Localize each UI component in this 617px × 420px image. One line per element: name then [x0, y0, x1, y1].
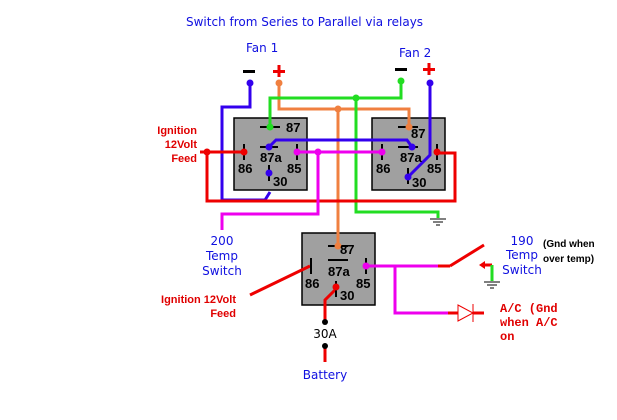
relay3-pin-86: 86	[305, 276, 319, 291]
ignition-feed-label-bottom: Ignition 12Volt Feed	[161, 294, 236, 320]
svg-text:12Volt: 12Volt	[165, 139, 198, 151]
relay3-pin-87: 87	[340, 242, 354, 257]
svg-text:when A/C: when A/C	[500, 316, 558, 330]
relay3-pin-30: 30	[340, 288, 354, 303]
switch-190-contact-icon	[479, 261, 485, 269]
ac-label: A/C (Gnd when A/C on	[500, 302, 558, 344]
relay2-pin-87a: 87a	[400, 150, 422, 165]
svg-text:200: 200	[211, 234, 234, 248]
svg-text:Ignition 12Volt: Ignition 12Volt	[161, 294, 236, 306]
ground-icon	[430, 218, 446, 226]
relay3-pin-85: 85	[356, 276, 370, 291]
junction-dots	[203, 77, 441, 349]
temp-switch-200-label: 200 Temp Switch	[202, 234, 242, 278]
svg-text:Ignition: Ignition	[157, 125, 197, 137]
svg-text:Switch: Switch	[502, 263, 542, 277]
fan1-positive-symbol	[273, 65, 285, 77]
ignition-feed-label-top: Ignition 12Volt Feed	[157, 125, 197, 165]
wire-200-temp-switch	[220, 152, 320, 230]
wire-green-ground	[354, 98, 440, 218]
relay1-pin-30: 30	[273, 174, 287, 189]
relay3-pin-87a: 87a	[328, 264, 350, 279]
ac-diode-icon	[457, 304, 475, 322]
relay1-pin-85: 85	[287, 161, 301, 176]
svg-text:A/C (Gnd: A/C (Gnd	[500, 302, 558, 316]
fan1-negative-symbol	[243, 70, 255, 73]
relay2-pin-86: 86	[376, 161, 390, 176]
svg-text:over temp): over temp)	[543, 254, 594, 265]
relay1-pin-86: 86	[238, 161, 252, 176]
relay1-pin-87: 87	[286, 120, 300, 135]
svg-text:on: on	[500, 330, 514, 344]
wire-fan1-positive	[277, 83, 411, 127]
relay2-pin-30: 30	[412, 175, 426, 190]
svg-text:Temp: Temp	[505, 248, 538, 262]
relay2-pin-85: 85	[427, 161, 441, 176]
svg-text:Feed: Feed	[210, 308, 236, 320]
relay2-pin-87: 87	[411, 126, 425, 141]
ground-icon-190	[484, 281, 500, 289]
wire-relay3-30	[323, 288, 337, 320]
wire-ignition-relay3	[249, 264, 311, 297]
svg-text:(Gnd when: (Gnd when	[543, 239, 595, 250]
wire-fan2-negative	[268, 81, 403, 127]
svg-text:Temp: Temp	[205, 249, 238, 263]
svg-text:Feed: Feed	[171, 153, 197, 165]
diagram-title: Switch from Series to Parallel via relay…	[186, 15, 423, 29]
wire-ignition-loop	[205, 151, 457, 203]
switch-190-blade	[449, 243, 485, 268]
temp-switch-190-label: 190 Temp Switch	[502, 234, 542, 277]
relay1-pin-87a: 87a	[260, 150, 282, 165]
fan1-label: Fan 1	[246, 41, 278, 55]
wire-87a-link	[267, 138, 414, 149]
temp-switch-190-note: (Gnd when over temp)	[543, 239, 595, 265]
wire-ac-branch	[393, 266, 448, 315]
svg-text:Switch: Switch	[202, 264, 242, 278]
fan2-positive-symbol	[423, 63, 435, 75]
fuse-label: 30A	[313, 327, 337, 341]
fan2-negative-symbol	[395, 68, 407, 71]
fan2-label: Fan 2	[399, 46, 431, 60]
wire-fan2-positive	[408, 83, 432, 177]
svg-text:190: 190	[511, 234, 534, 248]
battery-label: Battery	[303, 368, 347, 382]
